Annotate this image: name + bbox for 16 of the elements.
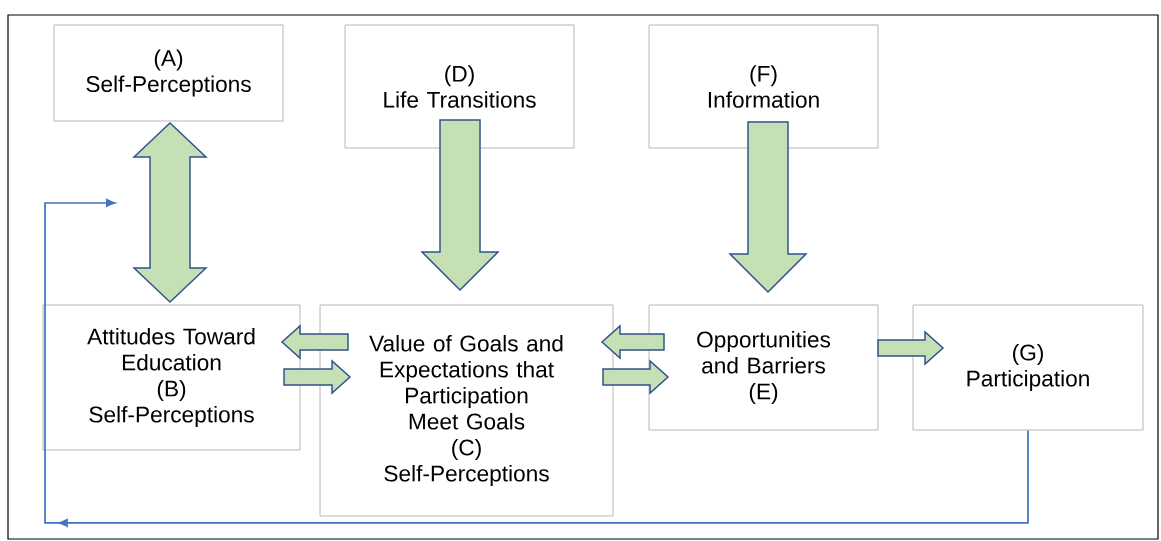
block-arrow (420, 119, 500, 292)
text-box: Attitudes Toward Education (B) Self-Perceptions (42, 304, 301, 451)
feedback-arrow (44, 199, 1029, 527)
block-arrow (602, 359, 670, 395)
block-arrow (877, 330, 945, 366)
block-arrow (280, 324, 349, 360)
text-box: (D) Life Transitions (344, 24, 575, 149)
text-box: Opportunities and Barriers (E) (648, 304, 879, 431)
block-arrow (132, 121, 208, 303)
block-arrow (283, 359, 352, 395)
block-arrow (728, 121, 808, 294)
text-box: (G) Participation (912, 304, 1144, 431)
block-arrow (600, 324, 665, 360)
text-box: (A) Self-Perceptions (53, 24, 284, 122)
text-box: (F) Information (648, 24, 879, 149)
text-box: Value of Goals and Expectations that Participation Meet Goals (C) Self-Perceptions (319, 304, 614, 517)
